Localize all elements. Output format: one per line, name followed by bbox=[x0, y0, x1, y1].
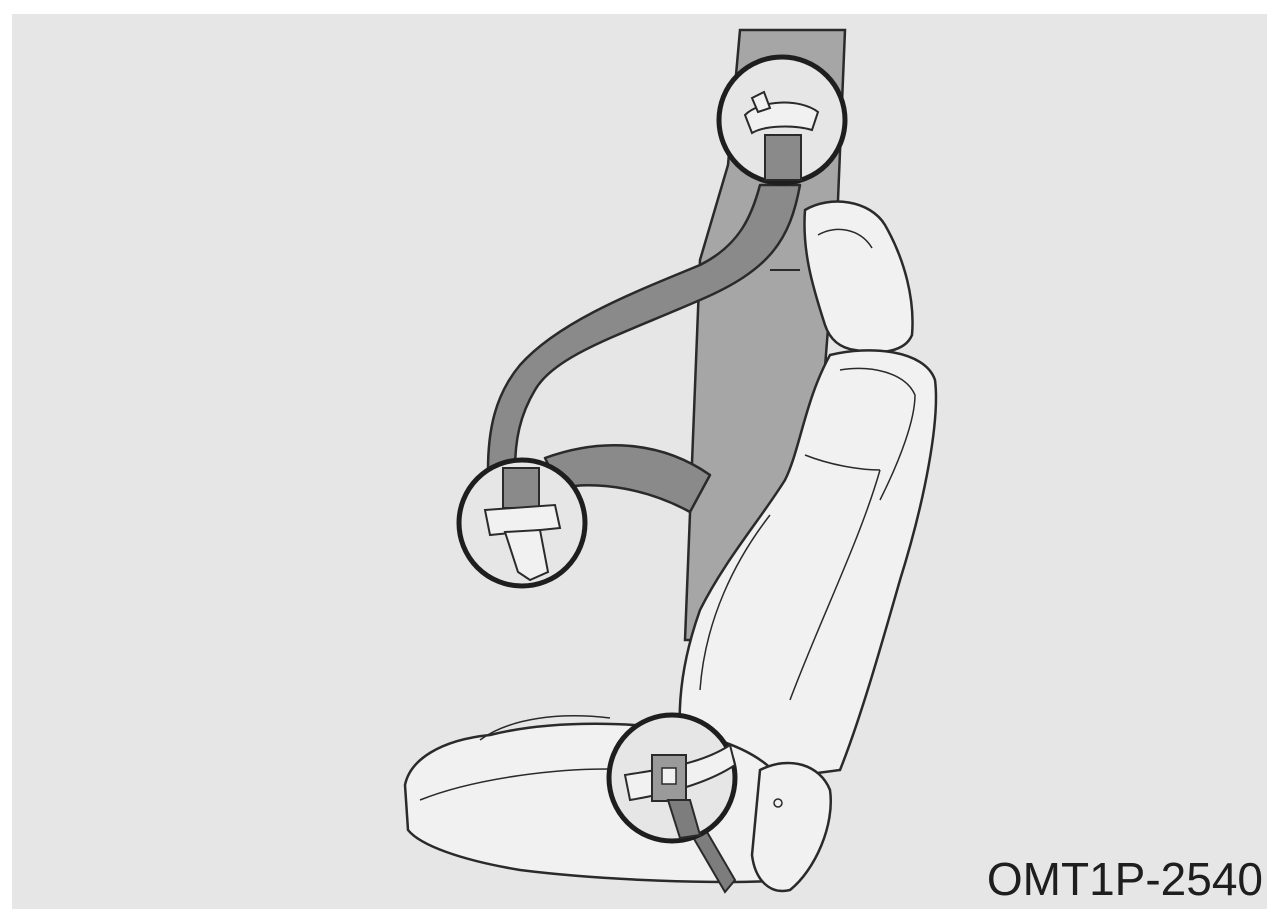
shoulder-anchor-callout bbox=[719, 57, 845, 183]
lap-anchor-callout bbox=[609, 715, 735, 841]
latch-plate-callout bbox=[459, 460, 585, 586]
figure-code: OMT1P-2540 bbox=[987, 852, 1263, 906]
